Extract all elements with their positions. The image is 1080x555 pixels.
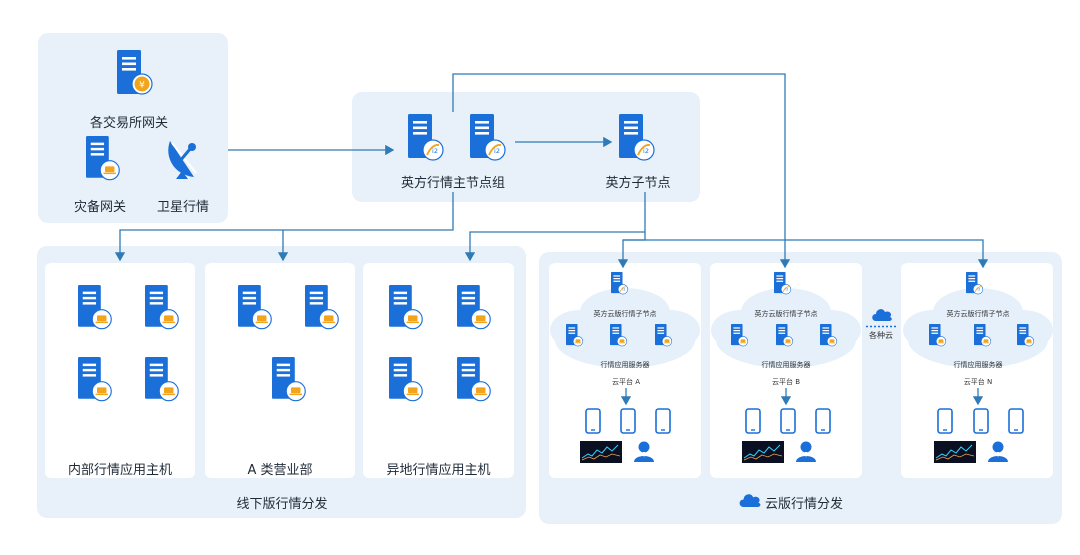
cloud-title: 云版行情分发 (765, 497, 844, 512)
user-icon (796, 441, 816, 462)
satellite-dish-icon (168, 141, 197, 179)
market-chart-screen-icon (934, 441, 976, 463)
child-node-label: 英方子节点 (605, 176, 671, 191)
cloud-n-app-server-label: 行情应用服务器 (953, 361, 1003, 369)
market-chart-screen-icon (580, 441, 622, 463)
svg-text:i2: i2 (978, 288, 981, 292)
user-icon (988, 441, 1008, 462)
backup-gateway-label: 灾备网关 (73, 200, 126, 215)
svg-text:i2: i2 (494, 147, 500, 155)
cloud-app-server-icon (1017, 324, 1035, 347)
app-server-icon (389, 285, 423, 330)
offline-card-remote (363, 263, 514, 478)
cloud-app-server-icon (610, 324, 628, 347)
platform-b-label: 云平台 B (771, 378, 801, 386)
app-server-icon (145, 357, 179, 402)
offline-col-internal: 内部行情应用主机 (67, 463, 172, 478)
cloud-a-child-node-label: 英方云版行情子节点 (593, 310, 657, 318)
cloud-child-node-icon: i2 (966, 272, 984, 295)
various-clouds-label: 各种云 (869, 331, 893, 340)
app-server-icon (272, 357, 306, 402)
app-server-icon (78, 357, 112, 402)
mobile-phone-icon (937, 408, 953, 434)
platform-n-label: 云平台 N (963, 378, 993, 386)
market-chart-screen-icon (742, 441, 784, 463)
app-server-icon (238, 285, 272, 330)
svg-text:i2: i2 (643, 147, 649, 155)
cloud-b-child-node-label: 英方云版行情子节点 (754, 310, 818, 318)
cloud-a-app-server-label: 行情应用服务器 (600, 361, 650, 369)
mobile-phone-icon (745, 408, 761, 434)
mobile-phone-icon (815, 408, 831, 434)
offline-col-remote: 异地行情应用主机 (386, 463, 491, 478)
cloud-n-child-node-label: 英方云版行情子节点 (946, 310, 1010, 318)
mobile-phone-icon (620, 408, 636, 434)
cloud-app-server-icon (820, 324, 838, 347)
app-server-icon (305, 285, 339, 330)
cloud-icon (739, 494, 761, 507)
main-node-server-icon: i2 (408, 114, 444, 161)
exchange-gateway-server-icon: ¥ (117, 50, 153, 95)
cloud-app-server-icon (731, 324, 749, 347)
dotted-divider (866, 325, 896, 328)
cloud-child-node-icon: i2 (774, 272, 792, 295)
mobile-phone-icon (973, 408, 989, 434)
user-icon (634, 441, 654, 462)
main-node-server-icon: i2 (470, 114, 506, 161)
cloud-app-server-icon (929, 324, 947, 347)
svg-text:i2: i2 (786, 288, 789, 292)
cloud-app-server-icon (566, 324, 584, 347)
app-server-icon (457, 357, 491, 402)
platform-a-label: 云平台 A (611, 378, 640, 386)
main-node-group-label: 英方行情主节点组 (400, 176, 505, 191)
various-clouds-icon (872, 309, 892, 321)
mobile-phone-icon (1008, 408, 1024, 434)
mobile-phone-icon (655, 408, 671, 434)
satellite-label: 卫星行情 (156, 200, 209, 215)
mobile-phone-icon (585, 408, 601, 434)
cloud-app-server-icon (974, 324, 992, 347)
app-server-icon (457, 285, 491, 330)
backup-gateway-server-icon (86, 136, 120, 181)
app-server-icon (389, 357, 423, 402)
child-node-server-icon: i2 (619, 114, 655, 161)
svg-text:i2: i2 (623, 288, 626, 292)
cloud-b-app-server-label: 行情应用服务器 (761, 361, 811, 369)
offline-card-internal (45, 263, 195, 478)
exchange-gateway-label: 各交易所网关 (89, 116, 168, 131)
cloud-app-server-icon (776, 324, 794, 347)
mobile-phone-icon (780, 408, 796, 434)
offline-title: 线下版行情分发 (236, 497, 328, 512)
app-server-icon (145, 285, 179, 330)
svg-text:¥: ¥ (139, 81, 145, 91)
svg-text:i2: i2 (432, 147, 438, 155)
cloud-child-node-icon: i2 (611, 272, 629, 295)
cloud-app-server-icon (655, 324, 673, 347)
app-server-icon (78, 285, 112, 330)
offline-col-branch: A 类营业部 (247, 463, 313, 478)
